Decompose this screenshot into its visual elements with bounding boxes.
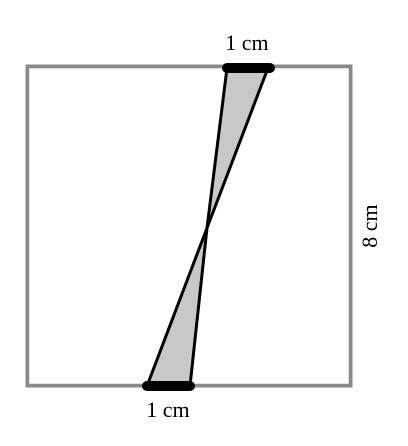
top-label: 1 cm — [225, 30, 268, 55]
side-label: 8 cm — [357, 204, 382, 247]
bottom-label: 1 cm — [146, 397, 189, 422]
